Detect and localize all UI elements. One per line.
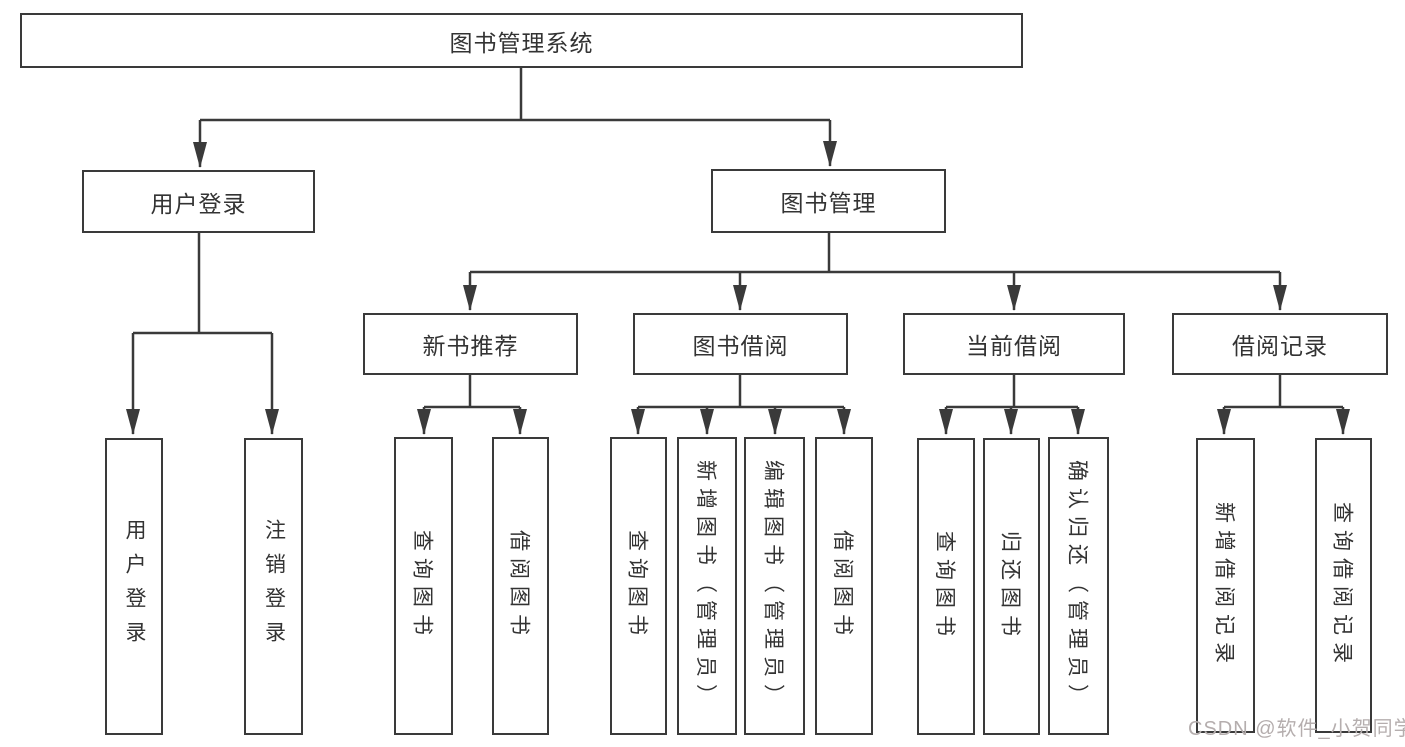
node-book-management: 图书管理	[711, 169, 946, 233]
leaf-borrow-books-recommend: 借阅图书	[492, 437, 549, 735]
leaf-query-borrow-record: 查询借阅记录	[1315, 438, 1372, 733]
node-root-library-system: 图书管理系统	[20, 13, 1023, 68]
leaf-return-books: 归还图书	[983, 438, 1040, 735]
leaf-add-book-admin: 新增图书（管理员）	[677, 437, 737, 735]
leaf-query-books-borrowing: 查询图书	[610, 437, 667, 735]
node-user-login: 用户登录	[82, 170, 315, 233]
node-borrowing-records: 借阅记录	[1172, 313, 1388, 375]
leaf-confirm-return-admin: 确认归还（管理员）	[1048, 437, 1109, 735]
leaf-edit-book-admin: 编辑图书（管理员）	[744, 437, 805, 735]
leaf-logout: 注销登录	[244, 438, 303, 735]
leaf-user-login: 用户登录	[105, 438, 163, 735]
leaf-borrow-books: 借阅图书	[815, 437, 873, 735]
node-new-book-recommend: 新书推荐	[363, 313, 578, 375]
leaf-add-borrow-record: 新增借阅记录	[1196, 438, 1255, 733]
leaf-query-books-current: 查询图书	[917, 438, 975, 735]
node-book-borrowing: 图书借阅	[633, 313, 848, 375]
csdn-watermark: CSDN @软件_小贺同学	[1188, 718, 1405, 740]
leaf-query-books-recommend: 查询图书	[394, 437, 453, 735]
node-current-borrowing: 当前借阅	[903, 313, 1125, 375]
